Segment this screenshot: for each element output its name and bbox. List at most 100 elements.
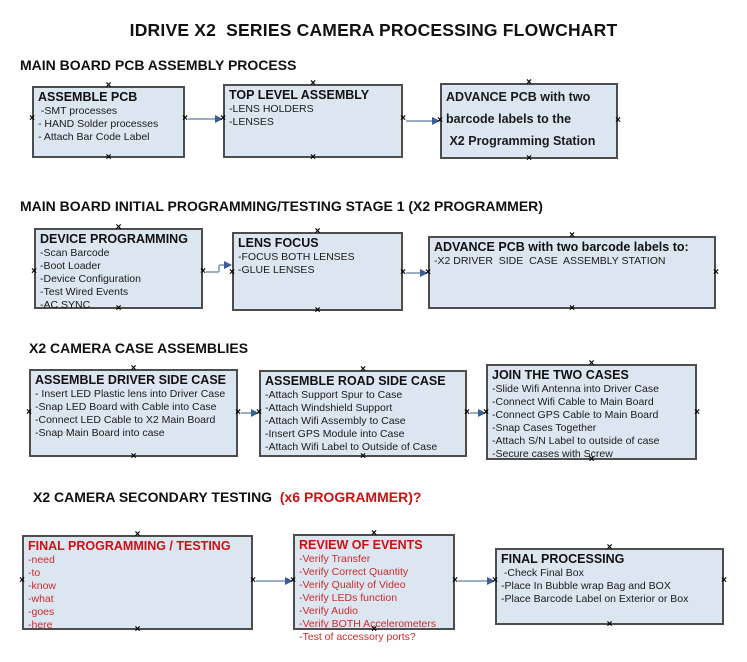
connection-handle-top-icon: × <box>526 77 532 88</box>
box-item: -Connect Wifi Cable to Main Board <box>492 396 654 408</box>
process-box[interactable]: ASSEMBLE DRIVER SIDE CASE- Insert LED Pl… <box>29 369 238 457</box>
process-box[interactable]: ASSEMBLE PCB -SMT processes- HAND Solder… <box>32 86 185 158</box>
connection-handle-left-icon: × <box>19 575 25 586</box>
box-item: -Connect GPS Cable to Main Board <box>492 409 659 421</box>
box-title: FINAL PROGRAMMING / TESTING <box>28 539 231 553</box>
connection-handle-top-icon: × <box>588 358 595 369</box>
connection-handle-bottom-icon: × <box>569 303 575 314</box>
connector-arrowhead-icon <box>285 577 293 585</box>
process-box[interactable]: REVIEW OF EVENTS-Verify Transfer-Verify … <box>293 534 455 643</box>
box-item: -Boot Loader <box>40 260 101 272</box>
page-title: IDRIVE X2 SERIES CAMERA PROCESSING FLOWC… <box>129 20 618 40</box>
connection-handle-left-icon: × <box>256 407 262 418</box>
process-box[interactable]: FINAL PROGRAMMING / TESTING-need-to-know… <box>22 535 253 631</box>
box-item: - HAND Solder processes <box>38 118 159 130</box>
connection-handle-right-icon: × <box>235 407 241 418</box>
connection-handle-right-icon: × <box>182 113 188 124</box>
section-heading: X2 CAMERA SECONDARY TESTING (x6 PROGRAMM… <box>33 489 421 505</box>
box-item: -Snap Main Board into case <box>35 427 165 439</box>
connection-handle-top-icon: × <box>310 78 316 89</box>
connection-handle-top-icon: × <box>130 363 137 374</box>
process-box[interactable]: TOP LEVEL ASSEMBLY-LENS HOLDERS-LENSES <box>223 84 403 158</box>
process-box[interactable]: FINAL PROCESSING -Check Final Box -Place … <box>495 548 724 625</box>
box-item: -GLUE LENSES <box>238 264 315 276</box>
box-item: -Attach Wifi Assembly to Case <box>265 415 406 427</box>
connector-line <box>188 118 217 120</box>
box-item: -Place Barcode Label on Exterior or Box <box>501 593 689 605</box>
box-item: -Verify Audio <box>299 605 358 617</box>
connection-handle-top-icon: × <box>569 230 575 241</box>
connector-line <box>470 412 480 414</box>
process-box[interactable]: ASSEMBLE ROAD SIDE CASE-Attach Support S… <box>259 370 467 457</box>
connection-handle-right-icon: × <box>250 575 256 586</box>
box-item: X2 Programming Station <box>446 134 596 148</box>
connection-handle-bottom-icon: × <box>371 624 377 635</box>
connection-handle-bottom-icon: × <box>314 305 321 316</box>
connection-handle-top-icon: × <box>115 222 122 233</box>
connection-handle-left-icon: × <box>425 267 431 278</box>
box-item: -Snap LED Board with Cable into Case <box>35 401 217 413</box>
box-item: -Test Wired Events <box>40 286 129 298</box>
connector-arrowhead-icon <box>432 117 440 125</box>
box-item: -Check Final Box <box>501 567 584 579</box>
box-item: -Snap Cases Together <box>492 422 597 434</box>
box-title: ADVANCE PCB with two barcode labels to: <box>434 240 689 254</box>
connection-handle-bottom-icon: × <box>360 451 366 462</box>
connection-handle-bottom-icon: × <box>115 303 122 314</box>
box-item: barcode labels to the <box>446 112 572 126</box>
connection-handle-bottom-icon: × <box>588 454 595 465</box>
connection-handle-right-icon: × <box>694 407 700 418</box>
connection-handle-bottom-icon: × <box>134 624 141 635</box>
connector-arrowhead-icon <box>215 115 223 123</box>
box-item: -Verify BOTH Accelerometers <box>299 618 437 630</box>
process-box[interactable]: DEVICE PROGRAMMING-Scan Barcode-Boot Loa… <box>34 228 203 311</box>
box-title: ASSEMBLE ROAD SIDE CASE <box>265 374 446 388</box>
box-item: -Verify LEDs function <box>299 592 398 604</box>
connection-handle-left-icon: × <box>26 407 32 418</box>
box-item: -here <box>28 619 53 631</box>
box-title: DEVICE PROGRAMMING <box>40 232 188 246</box>
heading-segment: X2 CAMERA SECONDARY TESTING <box>33 489 280 505</box>
box-item: -Attach Wifi Label to Outside of Case <box>265 441 438 453</box>
connection-handle-right-icon: × <box>721 575 727 586</box>
process-box[interactable]: ADVANCE PCB with two barcode labels to th… <box>440 83 618 159</box>
connector-line <box>218 265 220 272</box>
box-item: -Verify Transfer <box>299 553 371 565</box>
box-item: - Attach Bar Code Label <box>38 131 150 143</box>
box-item: -Insert GPS Module into Case <box>265 428 405 440</box>
box-item: -SMT processes <box>38 105 118 117</box>
box-title: FINAL PROCESSING <box>501 552 625 566</box>
connection-handle-left-icon: × <box>437 115 443 126</box>
box-item: -Attach Support Spur to Case <box>265 389 403 401</box>
connection-handle-bottom-icon: × <box>310 152 316 163</box>
box-item: -need <box>28 554 55 566</box>
connector-arrowhead-icon <box>478 409 486 417</box>
connection-handle-top-icon: × <box>606 542 613 553</box>
heading-segment: (x6 PROGRAMMER)? <box>279 489 422 505</box>
connection-handle-right-icon: × <box>464 407 470 418</box>
connection-handle-left-icon: × <box>483 407 489 418</box>
connection-handle-left-icon: × <box>29 113 35 124</box>
connection-handle-bottom-icon: × <box>130 451 137 462</box>
box-item: -Device Configuration <box>40 273 141 285</box>
connection-handle-right-icon: × <box>452 575 458 586</box>
box-title: TOP LEVEL ASSEMBLY <box>229 88 370 102</box>
section-heading: MAIN BOARD PCB ASSEMBLY PROCESS <box>20 57 296 73</box>
box-item: -goes <box>28 606 55 618</box>
box-item: -LENS HOLDERS <box>229 103 314 115</box>
box-item: -AC SYNC <box>40 299 91 311</box>
connection-handle-right-icon: × <box>400 267 406 278</box>
box-item: -know <box>28 580 57 592</box>
process-box[interactable]: JOIN THE TWO CASES-Slide Wifi Antenna in… <box>486 364 697 460</box>
box-title: LENS FOCUS <box>238 236 319 250</box>
box-item: -to <box>28 567 41 579</box>
connection-handle-top-icon: × <box>105 80 112 91</box>
box-title: JOIN THE TWO CASES <box>492 368 629 382</box>
box-item: -Verify Correct Quantity <box>299 566 409 578</box>
box-item: -Slide Wifi Antenna into Driver Case <box>492 383 659 395</box>
process-box[interactable]: ADVANCE PCB with two barcode labels to:-… <box>428 236 716 309</box>
process-box[interactable]: LENS FOCUS-FOCUS BOTH LENSES-GLUE LENSES <box>232 232 403 311</box>
box-item: ADVANCE PCB with two <box>446 90 591 104</box>
heading-segment: MAIN BOARD PCB ASSEMBLY PROCESS <box>20 57 297 73</box>
connector-arrowhead-icon <box>487 577 495 585</box>
